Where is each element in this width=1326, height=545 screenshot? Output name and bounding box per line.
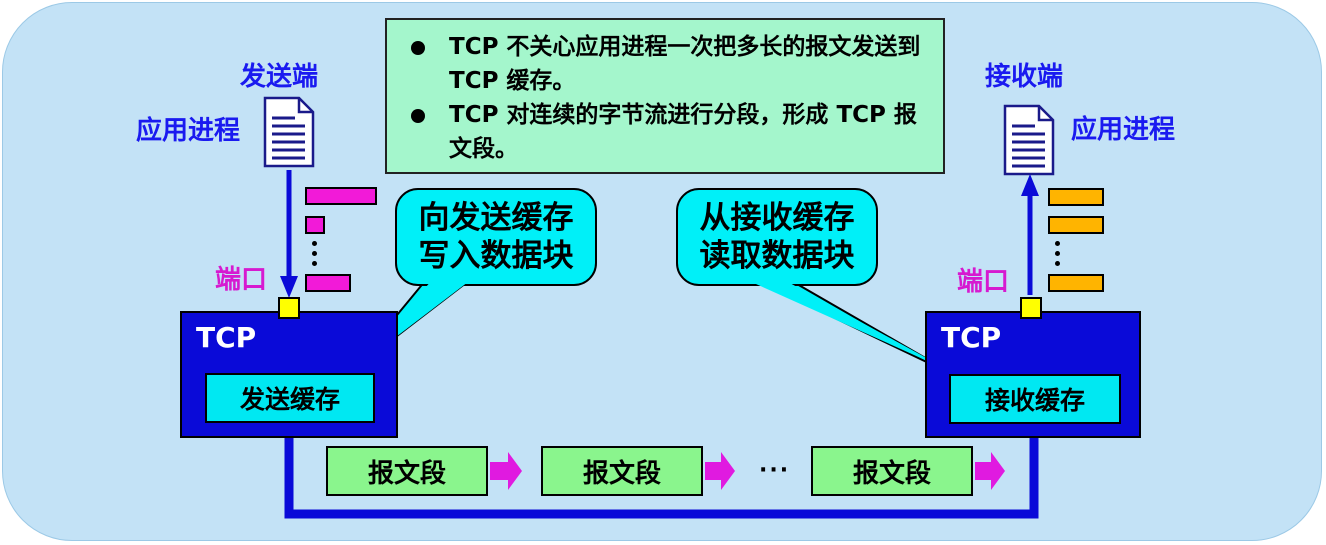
receiver-document-icon bbox=[1003, 104, 1055, 176]
segment-arrow bbox=[705, 452, 735, 490]
segment-arrow bbox=[975, 452, 1005, 490]
sender-side-label: 发送端 bbox=[240, 62, 319, 92]
read-callout-text: 从接收缓存读取数据块 bbox=[699, 200, 855, 274]
receiver-app-label: 应用进程 bbox=[1071, 115, 1176, 145]
sender-app-label: 应用进程 bbox=[136, 116, 241, 146]
connection-line bbox=[284, 437, 1039, 519]
bullet-dot-icon bbox=[411, 109, 425, 123]
receiver-side-label: 接收端 bbox=[985, 62, 1064, 92]
info-bullet: TCP 对连续的字节流进行分段，形成 TCP 报文段。 bbox=[405, 98, 929, 166]
info-box: TCP 不关心应用进程一次把多长的报文发送到 TCP 缓存。 TCP 对连续的字… bbox=[385, 18, 945, 174]
write-callout-text: 向发送缓存写入数据块 bbox=[418, 200, 574, 274]
receiver-data-block bbox=[1048, 188, 1104, 206]
sender-block-dots bbox=[312, 241, 318, 271]
receiver-block-dots bbox=[1055, 241, 1061, 271]
receiver-read-arrow bbox=[1021, 174, 1039, 295]
sender-port bbox=[278, 297, 300, 319]
sender-data-block bbox=[305, 187, 377, 205]
info-bullet: TCP 不关心应用进程一次把多长的报文发送到 TCP 缓存。 bbox=[405, 30, 929, 98]
send-buffer: 发送缓存 bbox=[205, 373, 375, 423]
sender-tcp-box: TCP 发送缓存 bbox=[180, 311, 398, 438]
receiver-data-block bbox=[1048, 274, 1104, 292]
receiver-tcp-box: TCP 接收缓存 bbox=[925, 311, 1141, 438]
tcp-segment: 报文段 bbox=[541, 446, 703, 496]
sender-write-arrow bbox=[280, 170, 298, 298]
receiver-port bbox=[1020, 297, 1042, 319]
bullet-dot-icon bbox=[411, 41, 425, 55]
receiver-tcp-title: TCP bbox=[941, 321, 1002, 354]
sender-data-block bbox=[305, 216, 325, 234]
segment-arrow bbox=[490, 452, 522, 490]
receiver-data-block bbox=[1048, 216, 1104, 234]
sender-tcp-title: TCP bbox=[196, 321, 257, 354]
tcp-segment: 报文段 bbox=[811, 446, 973, 496]
receiver-port-label: 端口 bbox=[957, 267, 1010, 297]
read-callout-bubble bbox=[676, 188, 961, 379]
sender-document-icon bbox=[263, 96, 315, 168]
segment-ellipsis: ··· bbox=[759, 458, 791, 483]
sender-data-block bbox=[305, 274, 351, 292]
sender-port-label: 端口 bbox=[215, 265, 268, 295]
receive-buffer: 接收缓存 bbox=[949, 374, 1121, 424]
tcp-segment: 报文段 bbox=[326, 446, 488, 496]
